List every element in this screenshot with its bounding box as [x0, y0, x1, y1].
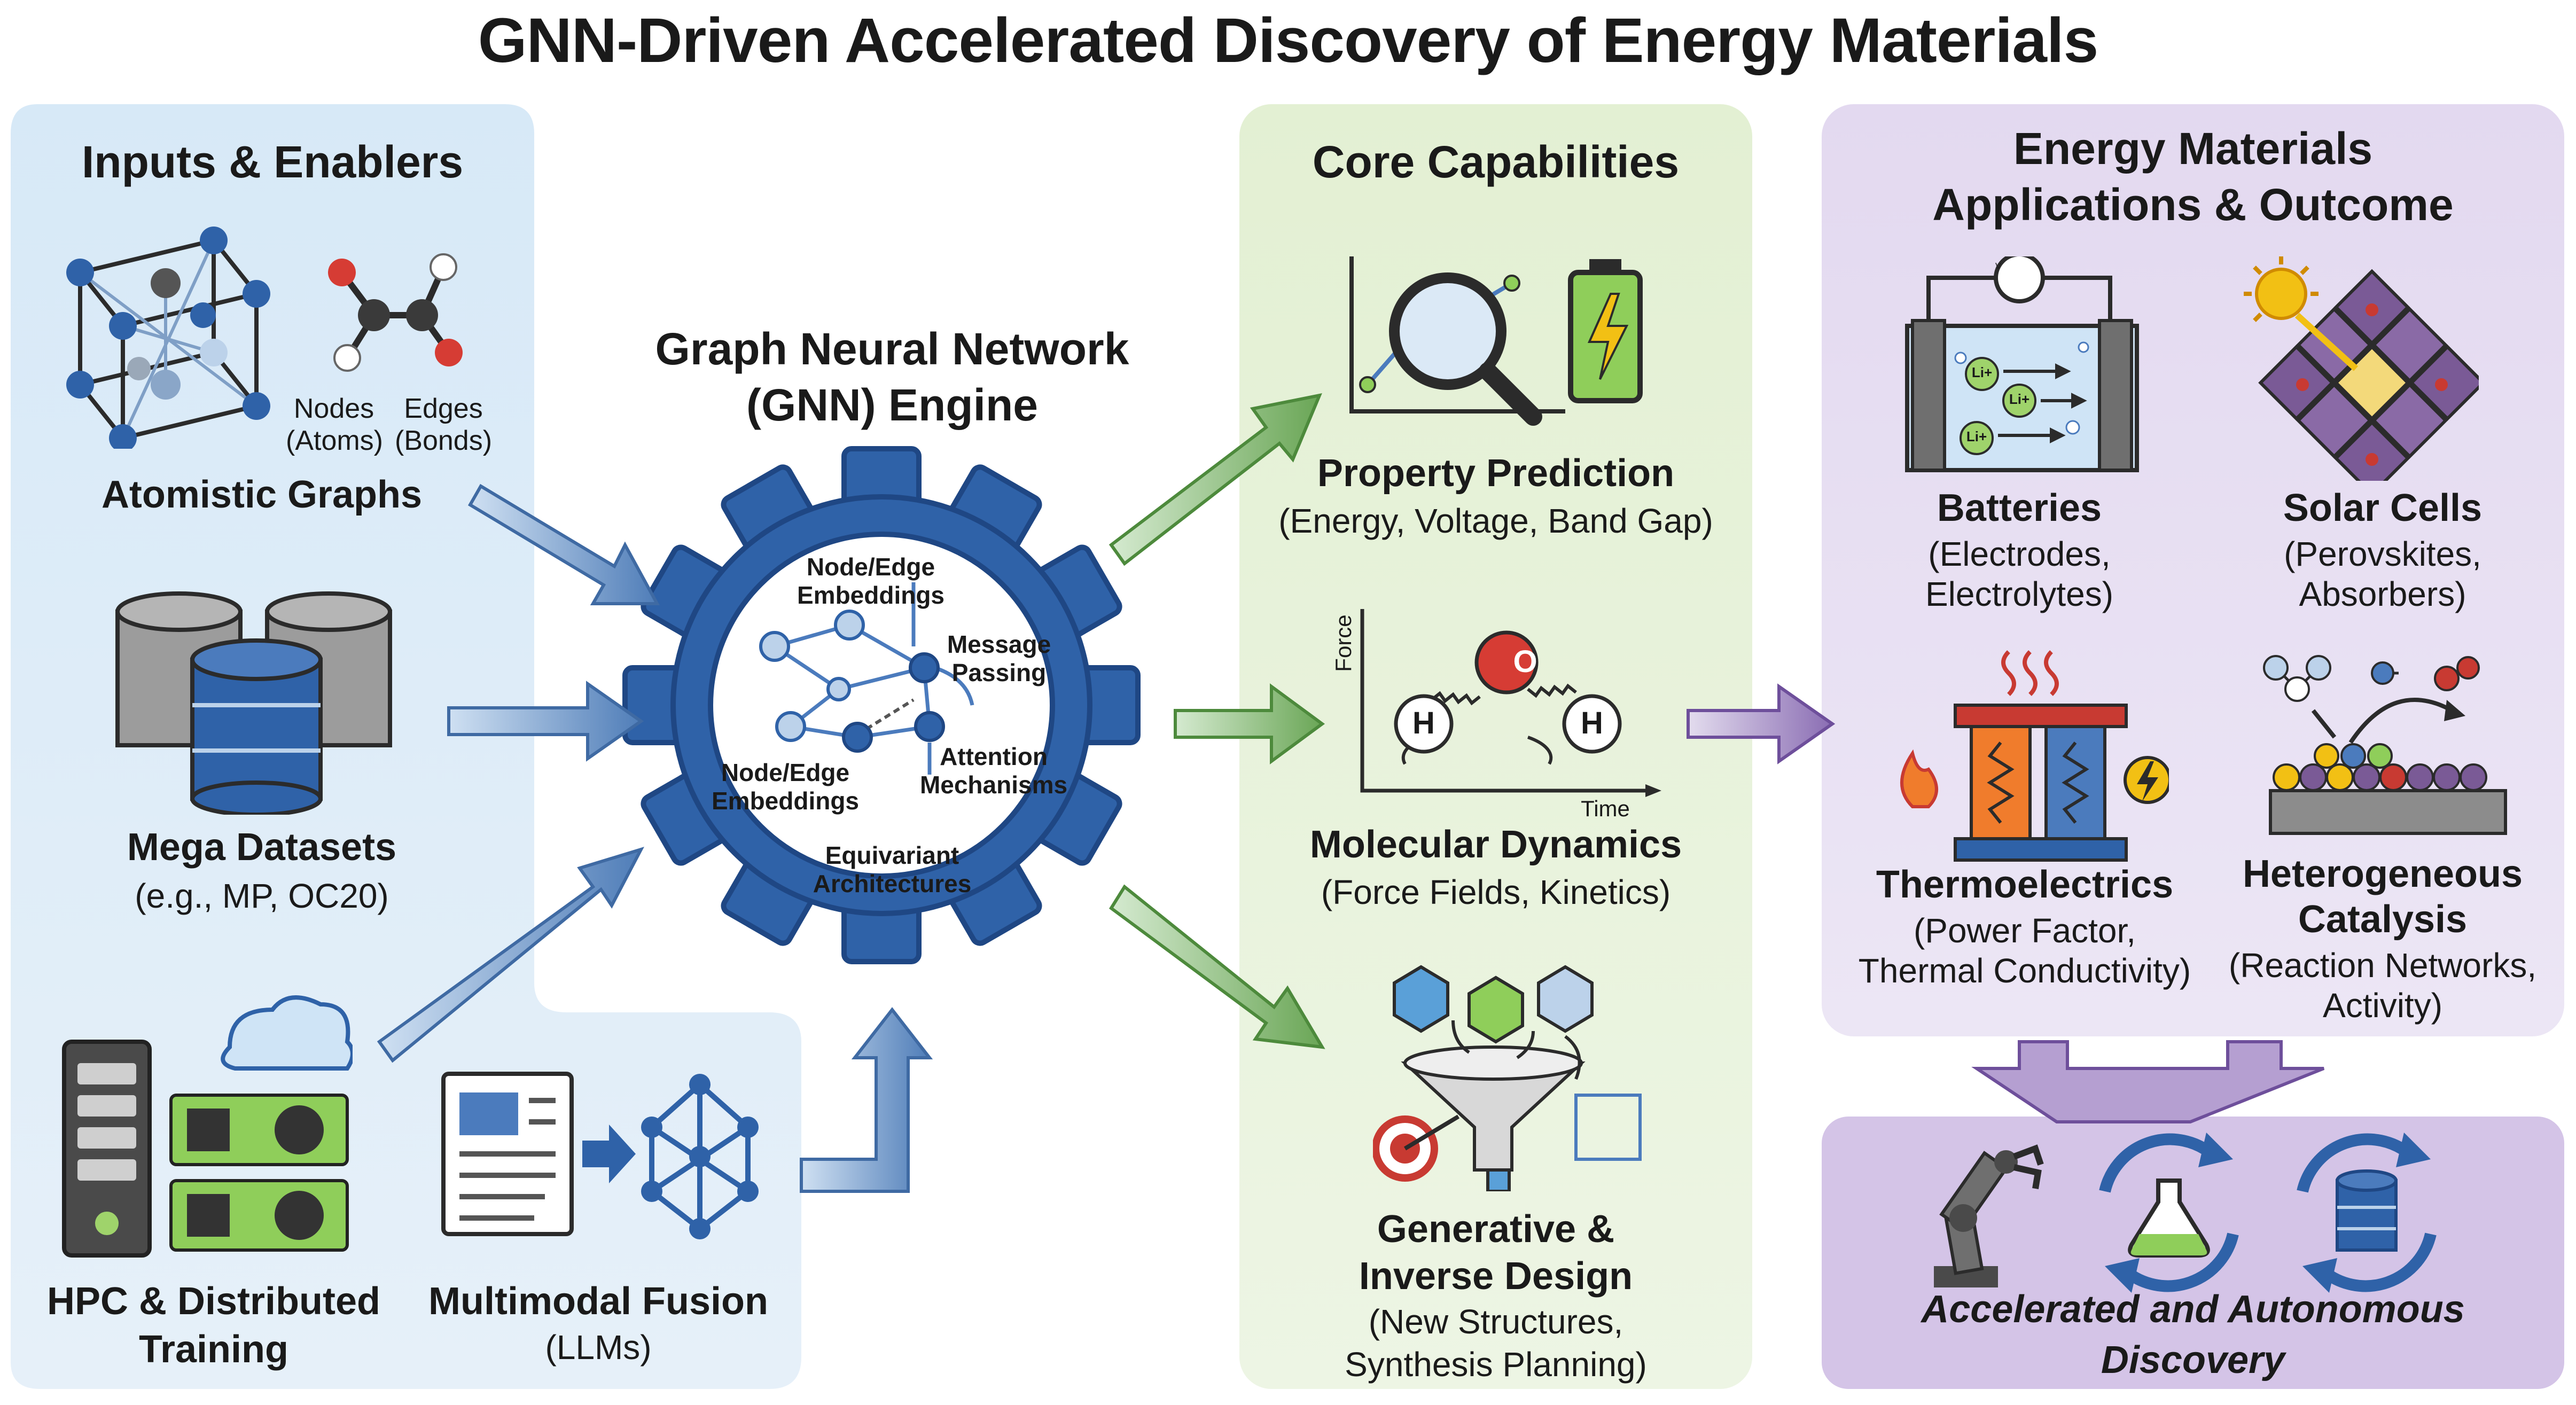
apps-heading-line1: Energy Materials: [2013, 123, 2373, 174]
gnn-equivariant-architectures-1: Equivariant: [825, 841, 959, 869]
robot-arm-icon: [1934, 1144, 2044, 1287]
edges-label: Edges: [404, 393, 483, 424]
catalysis-sublabel-2: Activity): [2323, 986, 2442, 1025]
md-atom-o: O: [1513, 644, 1537, 679]
gnn-attention-mechanisms-2: Mechanisms: [919, 771, 1068, 799]
batteries-sublabel-1: (Electrodes,: [1928, 535, 2111, 573]
gnn-message-passing-2: Passing: [951, 659, 1047, 686]
thermoelectric-icon: [1900, 650, 2169, 862]
thermoelectrics-sublabel-1: (Power Factor,: [1913, 911, 2136, 950]
gnn-message-passing-1: Message: [947, 630, 1051, 658]
solar-perovskite-icon: [2244, 256, 2479, 481]
battery-voltmeter-label: V: [1995, 262, 2001, 271]
hpc-server-icon: [62, 995, 353, 1258]
gnn-node-edge-embeddings-bottom-2: Embeddings: [711, 787, 860, 815]
batteries-sublabel-2: Electrolytes): [1925, 575, 2114, 613]
molecule-icon: [328, 253, 463, 372]
catalysis-label-line1: Heterogeneous: [2242, 853, 2523, 895]
battery-ion-label-1: Li+: [1971, 364, 1993, 380]
catalysis-icon: [2263, 655, 2507, 835]
property-prediction-sublabel: (Energy, Voltage, Band Gap): [1278, 502, 1713, 540]
nodes-label: Nodes: [293, 393, 374, 424]
molecular-dynamics-sublabel: (Force Fields, Kinetics): [1321, 873, 1671, 911]
hpc-label-line2: Training: [138, 1328, 289, 1371]
multimodal-fusion-sublabel: (LLMs): [545, 1328, 652, 1367]
edges-sublabel: (Bonds): [394, 425, 493, 456]
gnn-gear-icon: [622, 446, 1141, 964]
apps-heading-line2: Applications & Outcome: [1932, 179, 2454, 230]
catalysis-sublabel-1: (Reaction Networks,: [2228, 946, 2537, 985]
md-axis-force: Force: [1331, 614, 1356, 672]
multimodal-fusion-icon: [441, 1072, 759, 1239]
diagram-title: GNN-Driven Accelerated Discovery of Ener…: [478, 5, 2098, 76]
batteries-label: Batteries: [1937, 487, 2102, 529]
inputs-heading: Inputs & Enablers: [81, 137, 464, 187]
generative-sublabel-line1: (New Structures,: [1368, 1302, 1623, 1341]
atomistic-graphs-label: Atomistic Graphs: [101, 473, 423, 516]
flask-cycle-icon: [2099, 1133, 2239, 1293]
crystal-lattice-icon: [66, 227, 270, 449]
md-atom-h1: H: [1412, 706, 1435, 740]
md-axis-time: Time: [1581, 796, 1630, 821]
solar-cells-label: Solar Cells: [2283, 487, 2483, 529]
generative-label-line1: Generative &: [1377, 1208, 1615, 1251]
thermoelectrics-sublabel-2: Thermal Conductivity): [1858, 951, 2191, 990]
battery-ion-label-3: Li+: [1966, 428, 1987, 444]
generative-label-line2: Inverse Design: [1359, 1255, 1633, 1298]
outcome-line1: Accelerated and Autonomous: [1921, 1288, 2465, 1331]
property-prediction-icon: [1349, 256, 1643, 426]
generative-design-icon: [1373, 965, 1642, 1191]
md-atom-h2: H: [1581, 706, 1603, 740]
gnn-node-edge-embeddings-top-1: Node/Edge: [806, 553, 935, 581]
outcome-line2: Discovery: [2101, 1339, 2285, 1381]
gnn-node-edge-embeddings-bottom-1: Node/Edge: [721, 759, 850, 786]
outcome-icons: [1934, 1133, 2437, 1293]
gnn-equivariant-architectures-2: Architectures: [813, 870, 972, 897]
multimodal-fusion-label: Multimodal Fusion: [428, 1280, 768, 1323]
database-icon: [115, 591, 392, 815]
molecular-dynamics-icon: [1360, 609, 1661, 797]
gnn-attention-mechanisms-1: Attention: [940, 743, 1048, 770]
property-prediction-label: Property Prediction: [1317, 452, 1675, 495]
battery-cell-icon: [1905, 256, 2139, 472]
database-cycle-icon: [2297, 1133, 2437, 1293]
nodes-sublabel: (Atoms): [286, 425, 383, 456]
mega-datasets-label: Mega Datasets: [127, 826, 397, 869]
engine-title-line2: (GNN) Engine: [746, 380, 1038, 430]
hpc-label-line1: HPC & Distributed: [46, 1280, 381, 1323]
solar-cells-sublabel-2: Absorbers): [2299, 575, 2466, 613]
thermoelectrics-label: Thermoelectrics: [1876, 863, 2174, 906]
molecular-dynamics-label: Molecular Dynamics: [1309, 823, 1682, 866]
mega-datasets-sublabel: (e.g., MP, OC20): [135, 877, 389, 915]
catalysis-label-line2: Catalysis: [2298, 898, 2468, 941]
solar-cells-sublabel-1: (Perovskites,: [2284, 535, 2481, 573]
gnn-node-edge-embeddings-top-2: Embeddings: [797, 581, 945, 609]
battery-ion-label-2: Li+: [2009, 391, 2030, 407]
generative-sublabel-line2: Synthesis Planning): [1345, 1345, 1647, 1384]
engine-title-line1: Graph Neural Network: [655, 324, 1129, 374]
core-heading: Core Capabilities: [1312, 137, 1680, 187]
